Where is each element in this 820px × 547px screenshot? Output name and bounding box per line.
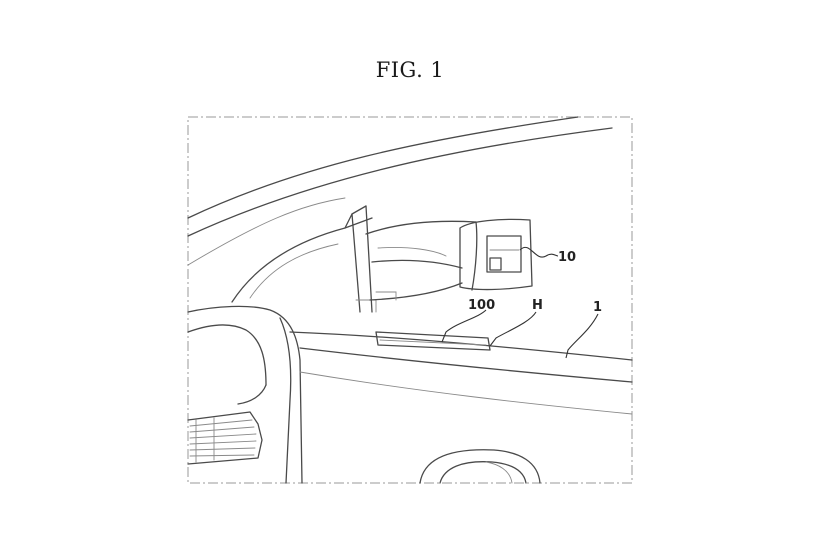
camera-housing <box>365 218 533 301</box>
air-vent <box>187 411 263 465</box>
pillar-trim <box>344 205 377 313</box>
a-pillar <box>187 116 613 303</box>
door-handle <box>419 449 541 484</box>
figure-title: FIG. 1 <box>375 58 445 82</box>
label-vehicle: 1 <box>593 300 602 315</box>
door-trim <box>289 331 633 415</box>
leader-camera <box>519 247 559 258</box>
display-unit <box>375 331 491 351</box>
camera-lens <box>486 235 522 273</box>
leader-housing <box>489 311 537 347</box>
leader-display-unit <box>441 309 487 343</box>
label-camera: 10 <box>558 250 576 265</box>
label-display-unit: 100 <box>468 298 495 313</box>
leader-vehicle <box>565 313 599 359</box>
view-frame <box>187 116 633 484</box>
dashboard <box>187 305 303 484</box>
label-housing: H <box>532 298 543 313</box>
